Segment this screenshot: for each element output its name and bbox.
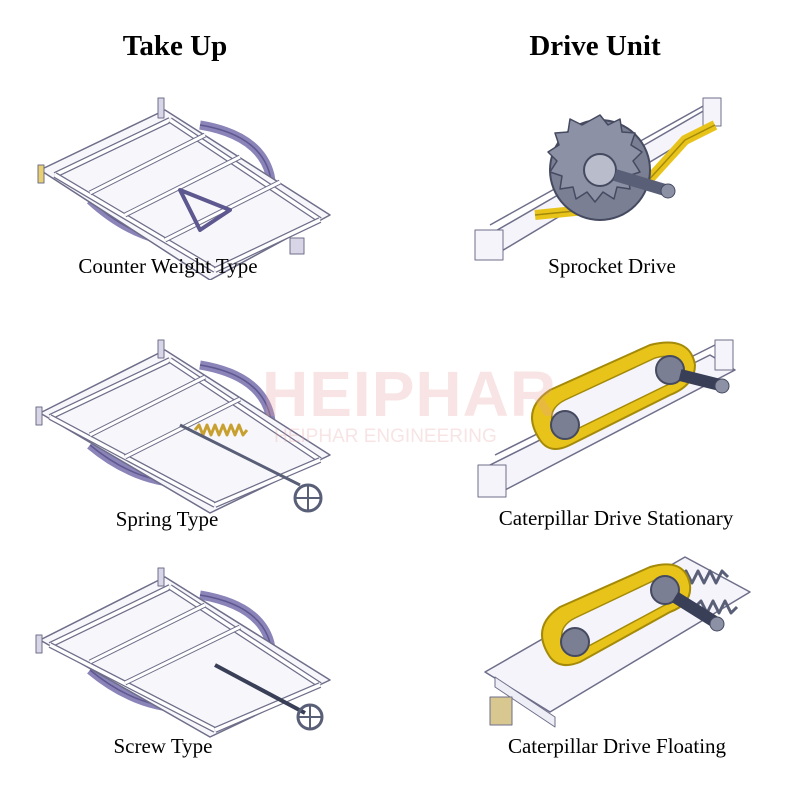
caterpillar-drive-floating-illustration bbox=[484, 556, 751, 728]
caterpillar-drive-stationary-caption: Caterpillar Drive Stationary bbox=[498, 506, 734, 530]
caterpillar-drive-floating-caption: Caterpillar Drive Floating bbox=[507, 734, 727, 758]
take-up-heading: Take Up bbox=[122, 30, 228, 62]
counter-weight-take-up-illustration bbox=[37, 97, 331, 280]
caterpillar-drive-stationary-illustration bbox=[477, 339, 736, 498]
drive-unit-heading: Drive Unit bbox=[529, 30, 661, 62]
screw-take-up-illustration bbox=[35, 567, 331, 738]
sprocket-drive-caption: Sprocket Drive bbox=[548, 254, 676, 278]
spring-take-up-illustration bbox=[35, 339, 331, 514]
screw-type-caption: Screw Type bbox=[113, 734, 213, 758]
sprocket-drive-illustration bbox=[474, 97, 722, 261]
spring-type-caption: Spring Type bbox=[115, 507, 219, 531]
counter-weight-type-caption: Counter Weight Type bbox=[78, 254, 258, 278]
